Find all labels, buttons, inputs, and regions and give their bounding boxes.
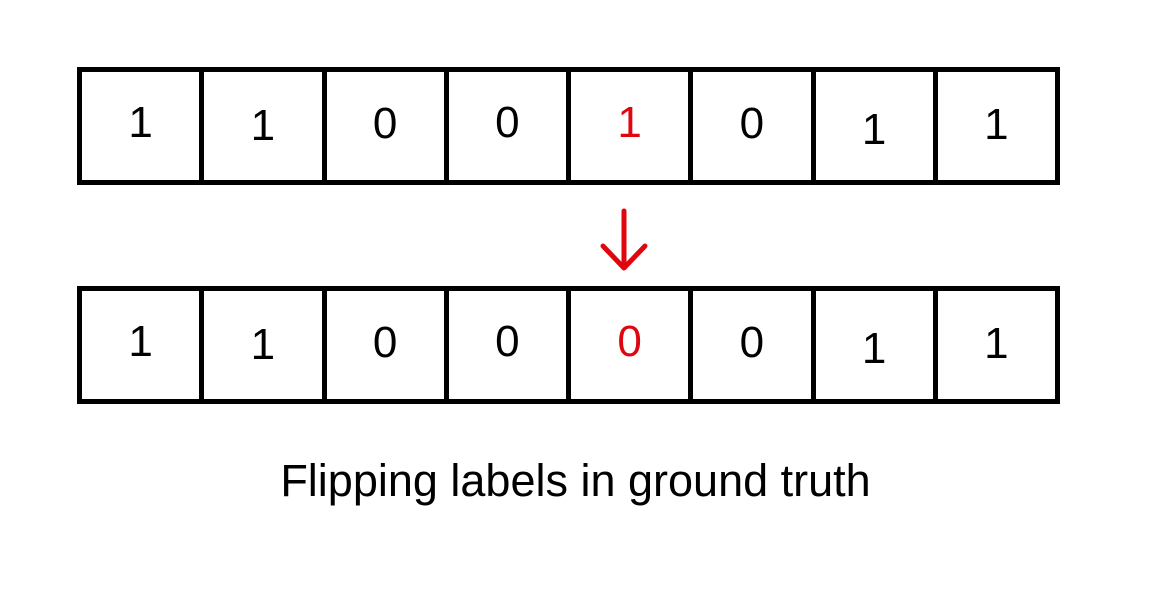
flipped-label-value: 1 [617, 98, 642, 147]
flipped_labels-cell: 0 [571, 291, 694, 399]
flipped-label-value: 0 [617, 317, 642, 366]
down-arrow-icon [600, 208, 648, 271]
label-value: 1 [250, 101, 276, 150]
original_labels-cell: 0 [693, 72, 816, 180]
flipped-label-row: 1 1 0 0 0 0 1 1 [77, 286, 1060, 404]
label-value: 0 [739, 99, 765, 148]
original_labels-cell: 1 [571, 72, 694, 180]
label-value: 0 [495, 98, 520, 147]
original_labels-cell: 0 [449, 72, 571, 180]
label-value: 1 [861, 105, 887, 154]
label-value: 1 [861, 324, 887, 373]
flipped_labels-cell: 1 [82, 291, 205, 399]
original_labels-cell: 0 [327, 72, 449, 180]
label-value: 0 [372, 318, 398, 367]
original-label-row: 1 1 0 0 1 0 1 1 [77, 67, 1060, 185]
flipped_labels-cell: 0 [327, 291, 449, 399]
label-value: 1 [128, 317, 153, 366]
label-value: 0 [372, 99, 398, 148]
original_labels-cell: 1 [82, 72, 205, 180]
original_labels-cell: 1 [204, 72, 327, 180]
flipped_labels-cell: 0 [693, 291, 816, 399]
label-value: 0 [495, 317, 520, 366]
label-value: 0 [739, 318, 765, 367]
original_labels-cell: 1 [816, 72, 938, 180]
flipped_labels-cell: 1 [816, 291, 938, 399]
label-value: 1 [128, 98, 153, 147]
flipped_labels-cell: 1 [938, 291, 1055, 399]
flipped_labels-cell: 0 [449, 291, 571, 399]
label-value: 1 [984, 100, 1009, 149]
label-value: 1 [250, 320, 276, 369]
caption: Flipping labels in ground truth [280, 455, 871, 506]
label-value: 1 [984, 319, 1009, 368]
flipped_labels-cell: 1 [204, 291, 327, 399]
original_labels-cell: 1 [938, 72, 1055, 180]
